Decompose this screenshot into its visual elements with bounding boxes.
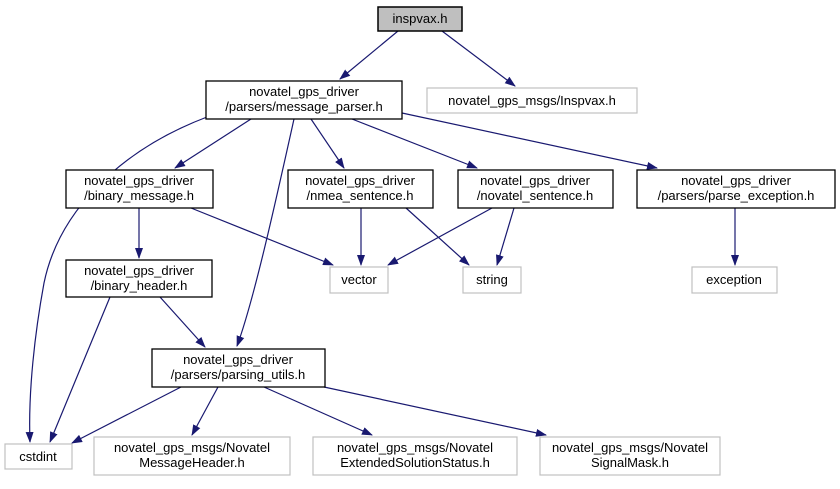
- edge-nmea-sentence-to-string: [405, 207, 470, 266]
- node-vector[interactable]: vector: [329, 266, 389, 294]
- node-binary-header[interactable]: novatel_gps_driver /binary_header.h: [65, 259, 213, 298]
- node-message-parser[interactable]: novatel_gps_driver /parsers/message_pars…: [205, 80, 403, 120]
- edge-parsing-utils-to-novatel-message-header: [191, 386, 219, 436]
- node-novatel-sentence-label-line2: /novatel_sentence.h: [477, 188, 593, 203]
- edge-message-parser-to-parse-exception: [401, 112, 658, 170]
- node-nmea-sentence-label-line1: novatel_gps_driver: [305, 173, 416, 188]
- node-inspvax-msg-label: novatel_gps_msgs/Inspvax.h: [448, 93, 616, 108]
- node-message-parser-label-line2: /parsers/message_parser.h: [225, 99, 383, 114]
- node-binary-message[interactable]: novatel_gps_driver /binary_message.h: [65, 169, 214, 209]
- node-binary-header-label-line1: novatel_gps_driver: [84, 263, 195, 278]
- node-parsing-utils-label-line2: /parsers/parsing_utils.h: [171, 367, 305, 382]
- node-parse-exception-label-line1: novatel_gps_driver: [681, 173, 792, 188]
- edge-parsing-utils-to-extended-solution-status: [263, 386, 373, 436]
- node-inspvax-msg[interactable]: novatel_gps_msgs/Inspvax.h: [426, 87, 638, 114]
- edge-parsing-utils-to-cstdint: [71, 386, 182, 444]
- node-binary-message-label-line1: novatel_gps_driver: [84, 173, 195, 188]
- node-parsing-utils-label-line1: novatel_gps_driver: [183, 352, 294, 367]
- node-novatel-message-header[interactable]: novatel_gps_msgs/Novatel MessageHeader.h: [93, 436, 291, 476]
- node-cstdint[interactable]: cstdint: [4, 443, 73, 470]
- edge-message-parser-to-cstdint: [25, 116, 208, 443]
- edge-message-parser-to-parsing-utils: [236, 118, 295, 347]
- node-novatel-sentence[interactable]: novatel_gps_driver /novatel_sentence.h: [457, 169, 614, 209]
- node-novatel-message-header-label-line2: MessageHeader.h: [139, 455, 245, 470]
- node-parse-exception[interactable]: novatel_gps_driver /parsers/parse_except…: [636, 169, 836, 209]
- node-extended-solution-status-label-line1: novatel_gps_msgs/Novatel: [337, 440, 493, 455]
- node-signal-mask-label-line1: novatel_gps_msgs/Novatel: [552, 440, 708, 455]
- edge-binary-message-to-vector: [190, 207, 334, 266]
- node-binary-message-label-line2: /binary_message.h: [84, 188, 194, 203]
- edge-novatel-sentence-to-string: [496, 207, 515, 266]
- edge-novatel-sentence-to-vector: [387, 207, 493, 266]
- node-nmea-sentence[interactable]: novatel_gps_driver /nmea_sentence.h: [287, 169, 434, 209]
- node-extended-solution-status-label-line2: ExtendedSolutionStatus.h: [340, 455, 490, 470]
- node-inspvax[interactable]: inspvax.h: [377, 6, 463, 32]
- node-string[interactable]: string: [462, 266, 522, 294]
- node-exception-label: exception: [706, 272, 762, 287]
- edge-message-parser-to-nmea-sentence: [310, 118, 345, 169]
- node-cstdint-label: cstdint: [19, 449, 57, 464]
- node-binary-header-label-line2: /binary_header.h: [91, 278, 188, 293]
- node-parsing-utils[interactable]: novatel_gps_driver /parsers/parsing_util…: [151, 348, 326, 388]
- node-parse-exception-label-line2: /parsers/parse_exception.h: [658, 188, 815, 203]
- node-extended-solution-status[interactable]: novatel_gps_msgs/Novatel ExtendedSolutio…: [312, 436, 518, 476]
- edge-parsing-utils-to-signal-mask: [323, 386, 547, 437]
- edge-binary-header-to-parsing-utils: [159, 296, 206, 348]
- edge-inspvax-to-message-parser: [339, 30, 399, 80]
- node-nmea-sentence-label-line2: /nmea_sentence.h: [307, 188, 414, 203]
- node-signal-mask[interactable]: novatel_gps_msgs/Novatel SignalMask.h: [539, 436, 721, 476]
- node-signal-mask-label-line2: SignalMask.h: [591, 455, 669, 470]
- edges-layer: [25, 30, 739, 444]
- node-string-label: string: [476, 272, 508, 287]
- node-novatel-sentence-label-line1: novatel_gps_driver: [480, 173, 591, 188]
- node-message-parser-label-line1: novatel_gps_driver: [249, 84, 360, 99]
- edge-message-parser-to-binary-message: [174, 118, 252, 169]
- node-inspvax-label: inspvax.h: [393, 11, 448, 26]
- node-exception[interactable]: exception: [691, 266, 778, 294]
- node-vector-label: vector: [341, 272, 377, 287]
- edge-binary-header-to-cstdint: [49, 296, 111, 443]
- edge-inspvax-to-inspvax-msg: [441, 30, 516, 87]
- node-novatel-message-header-label-line1: novatel_gps_msgs/Novatel: [114, 440, 270, 455]
- edge-message-parser-to-novatel-sentence: [351, 118, 478, 169]
